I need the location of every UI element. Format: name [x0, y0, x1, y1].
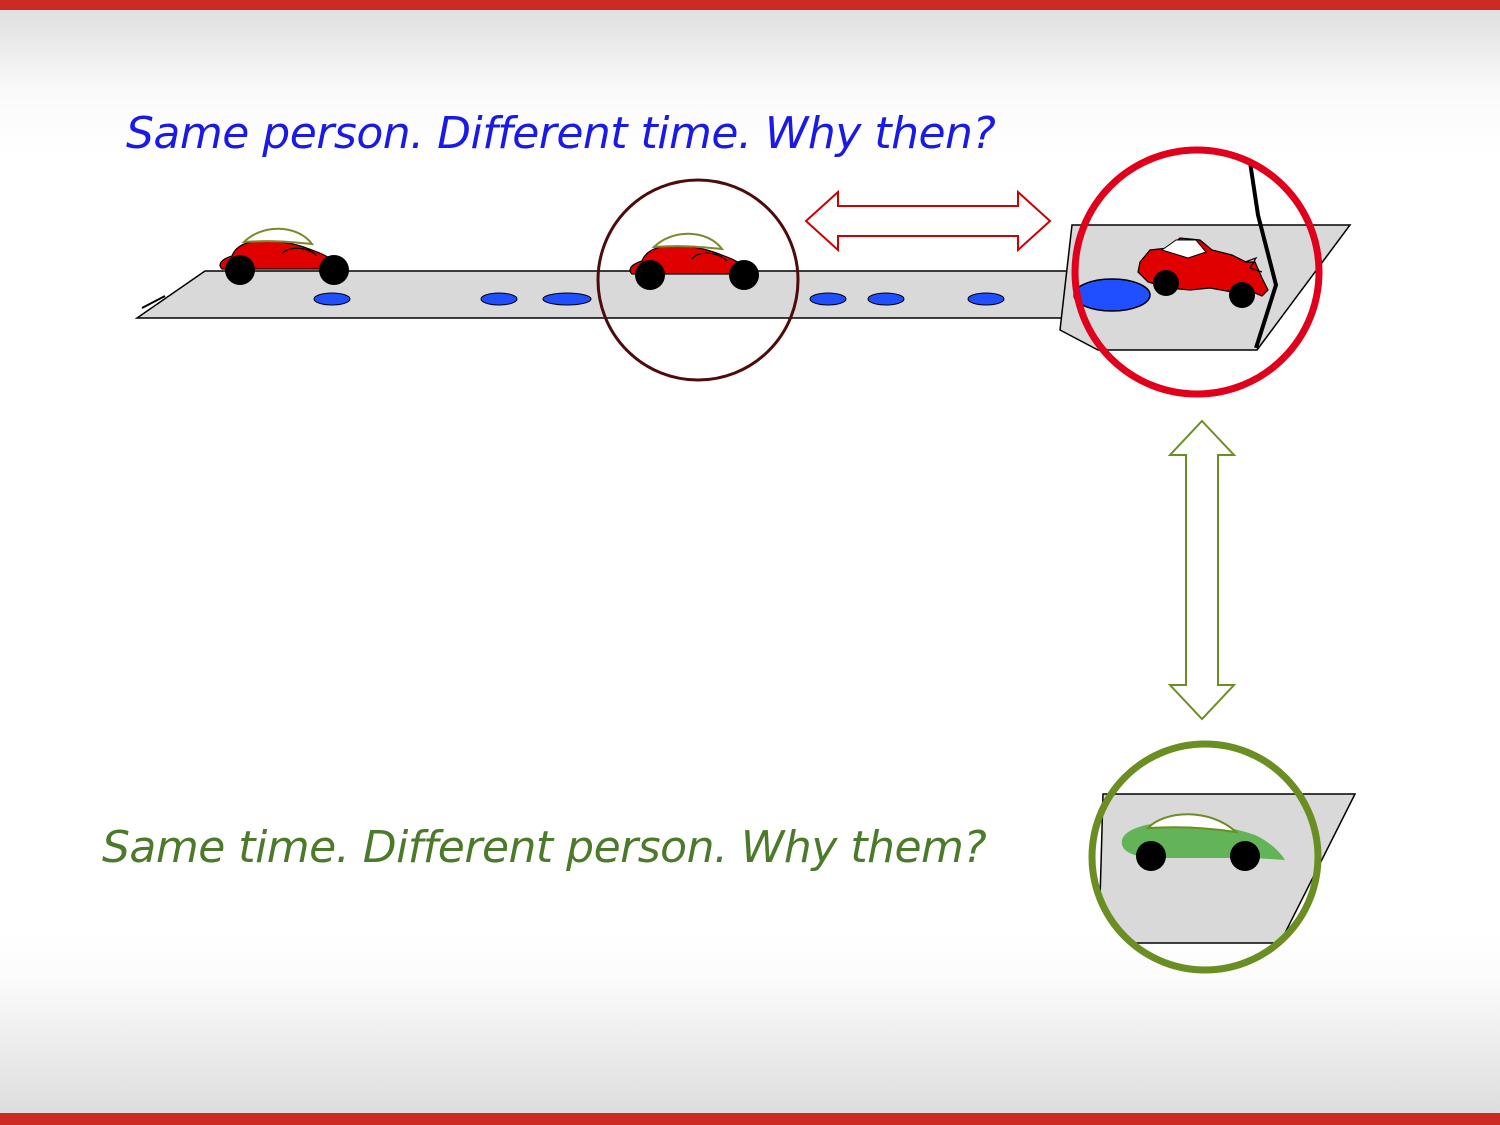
highlight-circle-dark: [596, 178, 800, 382]
puddle-icon: [967, 292, 1005, 306]
wall-icon: [1248, 161, 1279, 349]
puddle-icon: [1073, 278, 1151, 312]
crashed-car-icon: [1137, 237, 1269, 308]
car-icon: [1121, 813, 1285, 871]
bottom-accent-bar: [0, 1113, 1500, 1125]
puddle-icon: [542, 292, 592, 306]
caption-bottom: Same time. Different person. Why them?: [102, 822, 987, 873]
puddle-icon: [480, 292, 518, 306]
highlight-circle-green: [1088, 740, 1322, 974]
puddle-icon: [867, 292, 905, 306]
top-accent-bar: [0, 0, 1500, 10]
caption-top: Same person. Different time. Why then?: [126, 108, 996, 159]
highlight-circle-red: [1071, 146, 1323, 398]
puddle-icon: [809, 292, 847, 306]
puddle-icon: [313, 292, 351, 306]
double-arrow-vertical: [1167, 419, 1237, 721]
double-arrow-horizontal: [804, 189, 1052, 253]
